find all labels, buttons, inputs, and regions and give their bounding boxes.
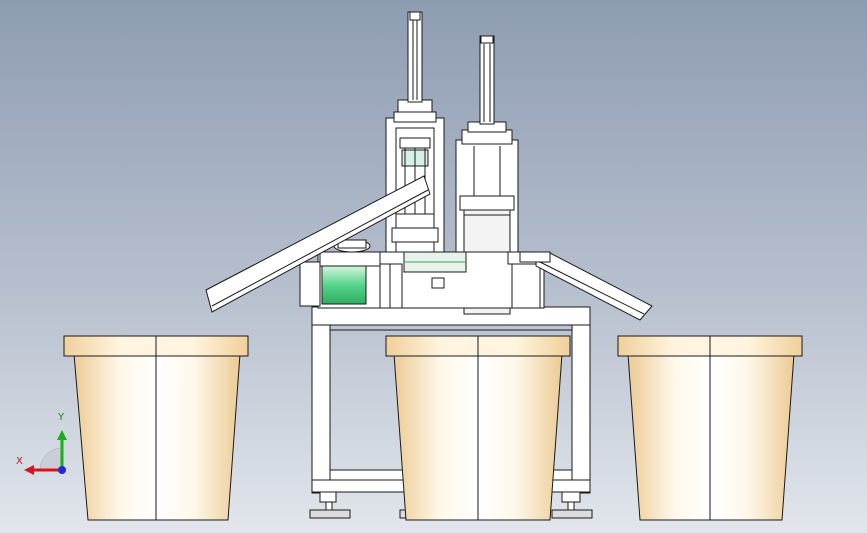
leveling-foot-right [551,491,593,519]
bin-right [617,335,803,521]
y-axis-label: Y [58,412,65,423]
drive-motor [319,239,381,305]
x-axis-head [24,465,34,475]
x-axis-label: X [16,456,23,467]
chute-left [205,175,431,313]
leveling-foot-left [309,491,351,519]
bin-center [385,335,571,521]
chute-right [519,251,653,321]
coordinate-triad [24,430,67,475]
z-axis-dot [58,466,66,474]
y-axis-head [57,430,67,440]
bin-left [63,335,249,521]
